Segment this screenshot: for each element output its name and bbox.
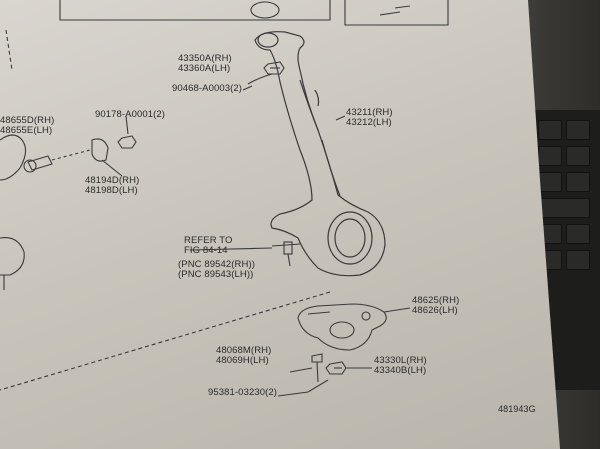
label-90468: 90468-A0003(2) xyxy=(172,83,243,94)
label-48625: 48625(RH) xyxy=(412,295,460,306)
steering-knuckle xyxy=(254,31,386,277)
nut-43350a xyxy=(263,61,285,75)
parts-diagram-page xyxy=(0,0,560,449)
upper-right-part-drawing xyxy=(379,5,411,16)
label-48069h: 48069H(LH) xyxy=(216,355,269,366)
label-48626: 48626(LH) xyxy=(412,305,458,316)
label-43330l: 43330L(RH) xyxy=(374,355,427,366)
keyboard-key xyxy=(538,146,562,166)
label-48068m: 48068M(RH) xyxy=(216,345,272,356)
label-fig-ref: FIG 84-14 xyxy=(184,245,228,256)
label-48198d: 48198D(LH) xyxy=(85,185,138,196)
label-refer-to: REFER TO xyxy=(184,235,233,246)
keyboard-key xyxy=(566,146,590,166)
keyboard-key xyxy=(566,172,590,192)
label-48655e: 48655E(LH) xyxy=(0,125,53,136)
upper-part-drawing xyxy=(250,1,280,19)
label-pnc-rh: (PNC 89542(RH)) xyxy=(178,259,255,270)
label-43360a: 43360A(LH) xyxy=(178,63,231,74)
label-43340b: 43340B(LH) xyxy=(374,365,427,376)
keyboard-key xyxy=(538,120,562,140)
upper-figure-box xyxy=(59,0,331,21)
upper-right-box xyxy=(344,0,449,26)
label-95381: 95381-03230(2) xyxy=(208,387,278,398)
ball-joint-left xyxy=(0,134,53,290)
bolt-refer-fig xyxy=(271,241,301,267)
lower-bracket-48625 xyxy=(297,303,387,351)
label-43211: 43211(RH) xyxy=(346,107,393,118)
keyboard-key xyxy=(566,120,590,140)
dashed-leader xyxy=(5,29,13,71)
figure-number: 481943G xyxy=(498,404,536,414)
label-90178: 90178-A0001(2) xyxy=(95,109,166,120)
nut-90178 xyxy=(117,135,137,149)
label-48194d: 48194D(RH) xyxy=(85,175,140,186)
cotter-pin-90468 xyxy=(247,73,273,85)
bolt-48068m xyxy=(311,353,323,383)
cotter-pin-95381 xyxy=(307,379,329,393)
label-pnc-lh: (PNC 89543(LH)) xyxy=(178,269,254,280)
keyboard-key xyxy=(566,224,590,244)
keyboard-key xyxy=(566,250,590,270)
dashed-leader-lower xyxy=(0,291,331,391)
label-43212: 43212(LH) xyxy=(346,117,392,128)
bushing-48194d xyxy=(91,138,109,162)
label-43350a: 43350A(RH) xyxy=(178,53,232,64)
label-48655d: 48655D(RH) xyxy=(0,115,55,126)
nut-43330l xyxy=(325,361,347,375)
